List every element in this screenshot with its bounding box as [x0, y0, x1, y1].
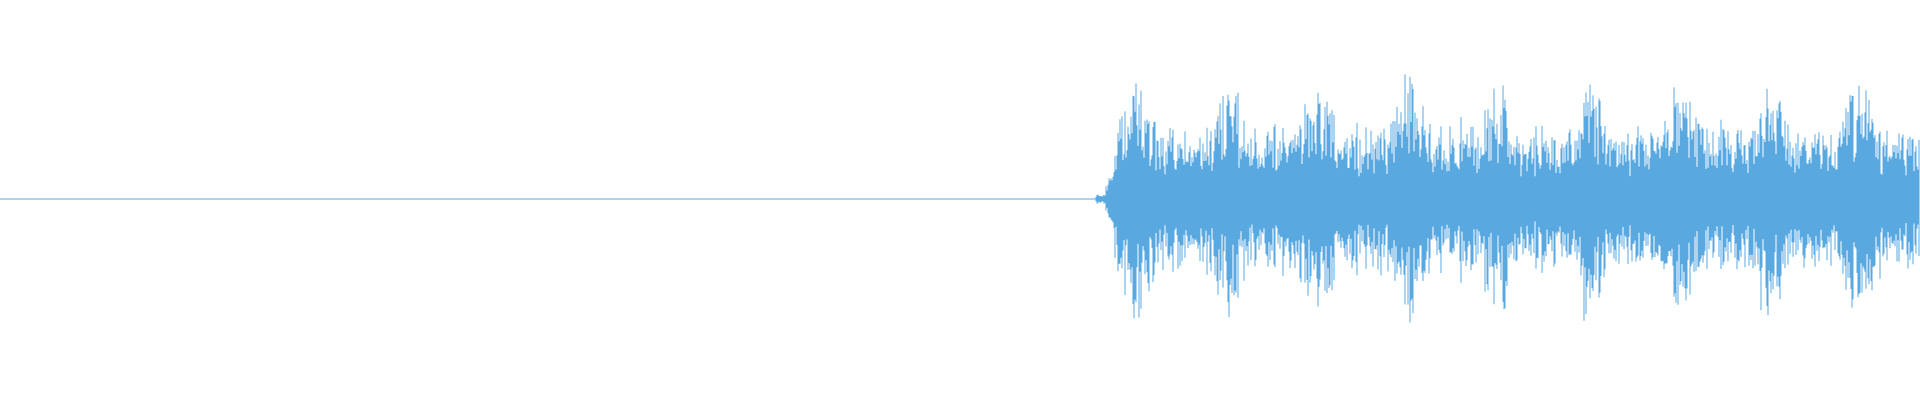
- waveform-bars: [0, 74, 1920, 323]
